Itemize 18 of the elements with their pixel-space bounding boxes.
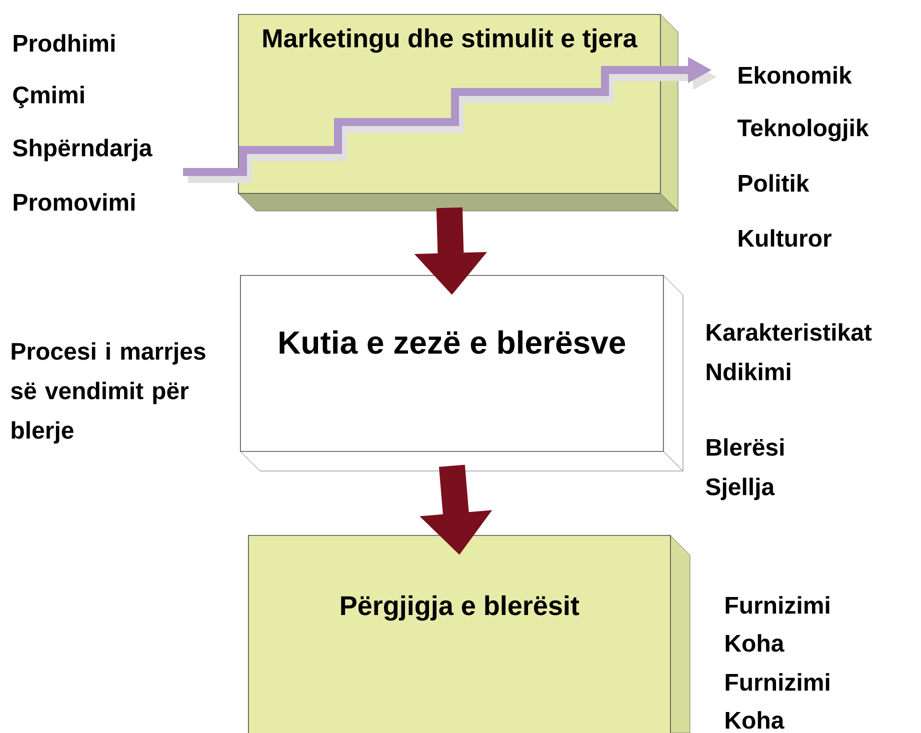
side-label: Promovimi — [14, 193, 135, 211]
box: Përgjigja e blerësit — [248, 534, 690, 733]
side-label: Karakteristikat Ndikimi — [706, 323, 872, 380]
box: Kutia e zezë e blerësve — [240, 274, 684, 472]
side-label: Koha — [726, 711, 784, 729]
side-label: Procesi i marrjes së vendimit për blerje — [11, 342, 206, 444]
side-label: Shpërndarja — [12, 138, 152, 162]
side-label: Koha — [726, 634, 784, 652]
side-label: Furnizimi — [726, 596, 830, 614]
side-label: Blerësi Sjellja — [706, 438, 784, 500]
side-label: Ekonomik — [738, 66, 852, 84]
side-label: Çmimi — [13, 86, 84, 108]
side-label: Kulturor — [738, 229, 832, 247]
side-label: Prodhimi — [14, 34, 115, 52]
side-label: Politik — [738, 174, 810, 192]
box: Marketingu dhe stimulit e tjera — [238, 14, 678, 212]
side-label: Furnizimi — [726, 673, 830, 691]
side-label: Teknologjik — [737, 118, 869, 142]
